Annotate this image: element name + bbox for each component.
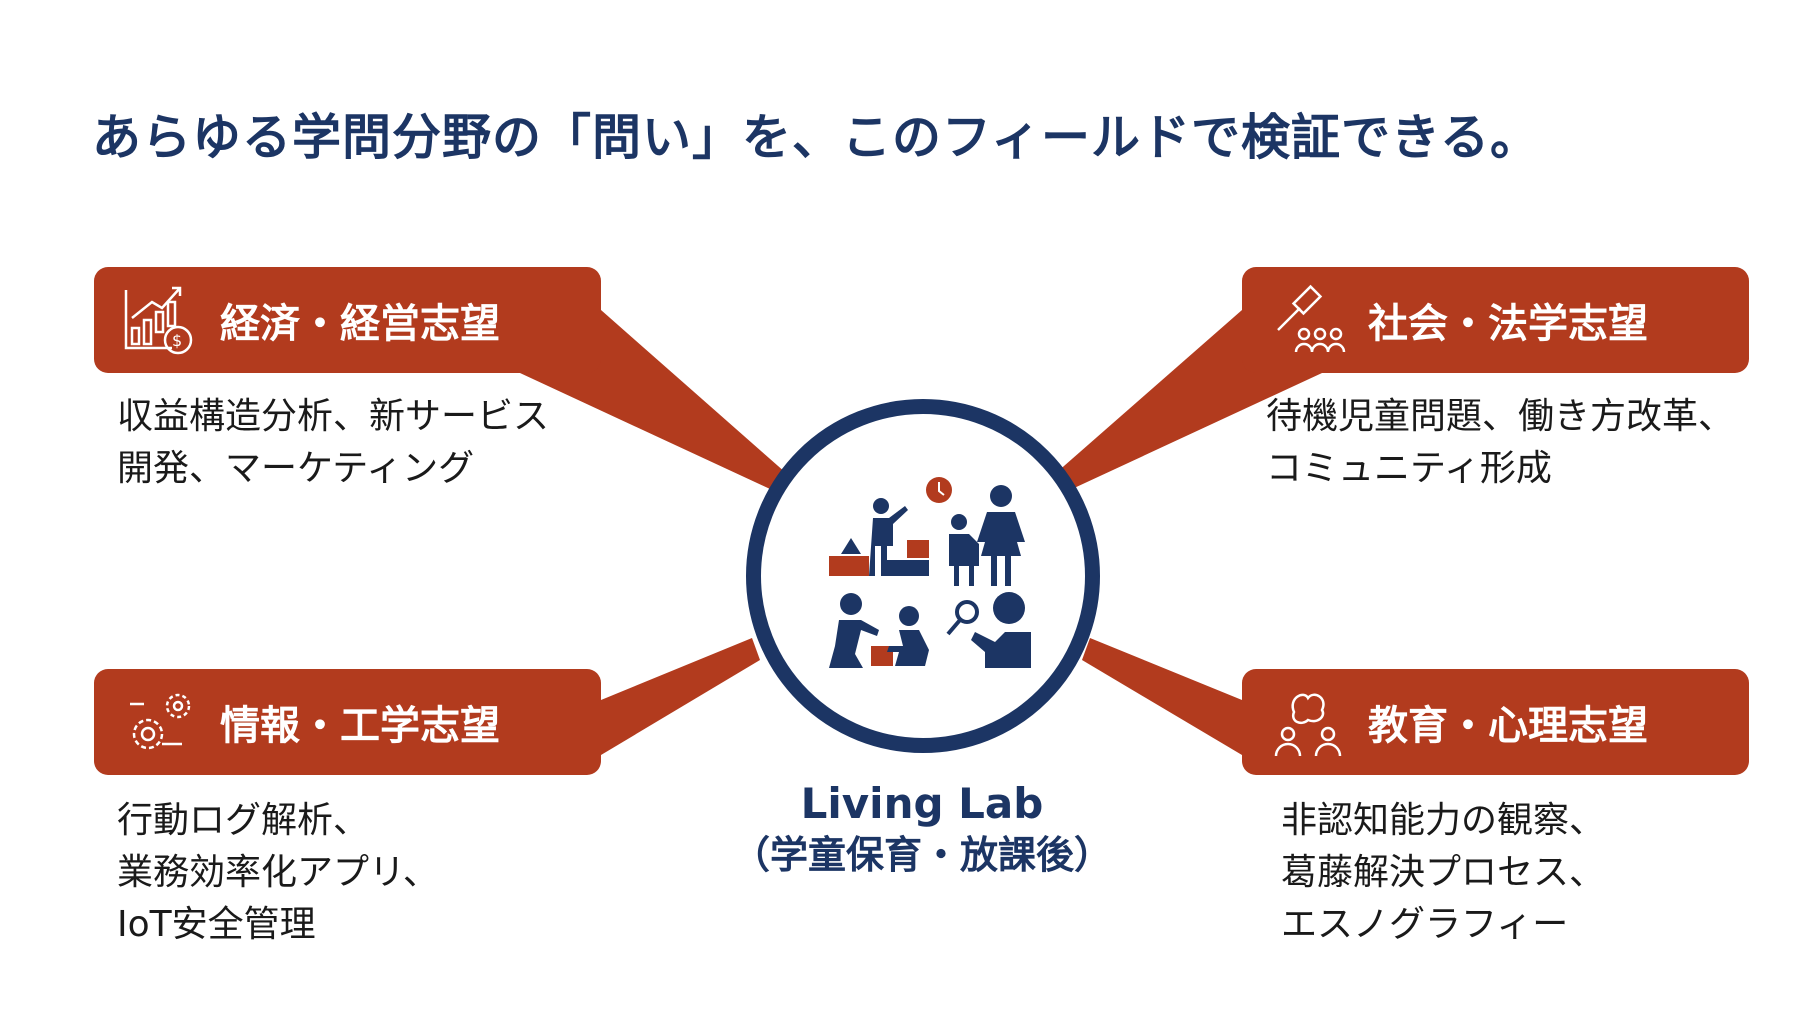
living-lab-circle <box>746 399 1100 753</box>
gears-icon <box>130 693 191 750</box>
desc-line: エスノグラフィー <box>1281 904 1569 945</box>
center-title: Living Lab <box>800 779 1044 828</box>
desc-line: 収益構造分析、新サービス <box>117 396 550 437</box>
chart-dollar-icon: $ <box>124 286 193 355</box>
field-label: 経済・経営志望 <box>220 301 500 347</box>
wedge-bottom-left <box>601 638 760 755</box>
field-info-engineering-desc: 行動ログ解析、 業務効率化アプリ、 IoT安全管理 <box>117 795 439 951</box>
gavel-people-icon <box>1277 284 1346 353</box>
field-social-law-desc: 待機児童問題、働き方改革、 コミュニティ形成 <box>1266 391 1734 495</box>
field-label: 教育・心理志望 <box>1368 703 1648 749</box>
desc-line: 待機児童問題、働き方改革、 <box>1266 396 1735 437</box>
center-subtitle: （学童保育・放課後） <box>731 833 1112 877</box>
children-observation-icon <box>829 477 1031 668</box>
field-info-engineering: 情報・工学志望 <box>94 669 601 775</box>
desc-line: 開発、マーケティング <box>117 448 475 489</box>
desc-line: コミュニティ形成 <box>1266 448 1552 489</box>
field-label: 情報・工学志望 <box>220 703 500 749</box>
field-education-psychology: 教育・心理志望 <box>1242 669 1749 775</box>
field-economics: $ 経済・経営志望 <box>94 267 601 373</box>
desc-line: 行動ログ解析、 <box>117 800 370 841</box>
wedge-bottom-right <box>1082 638 1242 755</box>
desc-line: 非認知能力の観察、 <box>1281 800 1606 841</box>
desc-line: 業務効率化アプリ、 <box>117 852 439 893</box>
brain-people-icon <box>1274 693 1342 757</box>
field-economics-desc: 収益構造分析、新サービス 開発、マーケティング <box>117 391 549 495</box>
page-title: あらゆる学問分野の「問い」を、このフィールドで検証できる。 <box>92 109 1541 166</box>
svg-text:$: $ <box>172 331 182 350</box>
field-label: 社会・法学志望 <box>1368 301 1648 347</box>
field-education-psychology-desc: 非認知能力の観察、 葛藤解決プロセス、 エスノグラフィー <box>1281 795 1605 951</box>
living-lab-label: Living Lab （学童保育・放課後） <box>672 778 1172 880</box>
desc-line: IoT安全管理 <box>117 904 316 945</box>
desc-line: 葛藤解決プロセス、 <box>1281 852 1606 893</box>
field-social-law: 社会・法学志望 <box>1242 267 1749 373</box>
